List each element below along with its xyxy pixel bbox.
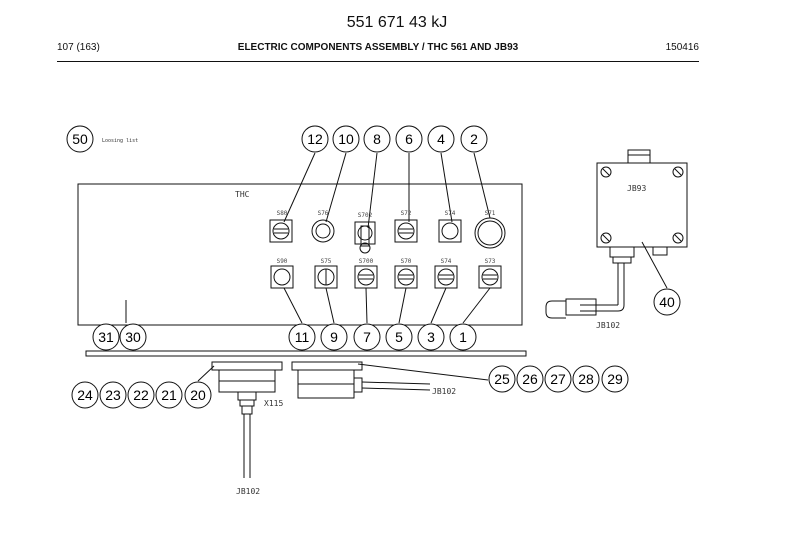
svg-text:24: 24 [77, 387, 93, 403]
svg-text:22: 22 [133, 387, 149, 403]
svg-text:9: 9 [330, 329, 338, 345]
callout-3: 3 [417, 323, 445, 351]
jb93-box [545, 149, 688, 319]
top-switch-s72 [394, 219, 418, 243]
callout-10: 10 [332, 125, 360, 153]
top-switch-s74 [438, 219, 462, 243]
switch-label: S76 [318, 210, 329, 217]
svg-text:25: 25 [494, 371, 510, 387]
callout-40: 40 [653, 288, 681, 316]
date-code: 150416 [665, 42, 699, 53]
bottom-switch-s70 [394, 265, 418, 289]
svg-text:11: 11 [295, 329, 310, 345]
page-title: ELECTRIC COMPONENTS ASSEMBLY / THC 561 A… [237, 42, 519, 53]
connector-jb102 [291, 361, 431, 399]
header-rule [57, 61, 699, 62]
switch-label: S71 [485, 210, 496, 217]
top-switch-s76 [311, 219, 335, 243]
callout-12: 12 [301, 125, 329, 153]
callout-9: 9 [320, 323, 348, 351]
jb102-label-jb93: JB102 [596, 321, 620, 330]
switch-label: S90 [277, 258, 288, 265]
switch-label: S74 [445, 210, 456, 217]
jb93-label: JB93 [627, 184, 646, 193]
callout-25: 25 [488, 365, 516, 393]
callout-8: 8 [363, 125, 391, 153]
svg-text:21: 21 [161, 387, 177, 403]
x115-label: X115 [264, 399, 283, 408]
svg-text:6: 6 [405, 131, 413, 147]
svg-text:2: 2 [470, 131, 478, 147]
svg-text:40: 40 [659, 294, 675, 310]
callout-22: 22 [127, 381, 155, 409]
svg-text:20: 20 [190, 387, 206, 403]
svg-text:8: 8 [373, 131, 381, 147]
callout-23: 23 [99, 381, 127, 409]
svg-text:23: 23 [105, 387, 121, 403]
top-switch-s80 [269, 219, 293, 243]
switch-label: S72 [401, 210, 412, 217]
switch-label: S74 [441, 258, 452, 265]
svg-text:29: 29 [607, 371, 623, 387]
page-indicator: 107 (163) [57, 42, 100, 53]
svg-text:4: 4 [437, 131, 445, 147]
callout-30: 30 [119, 323, 147, 351]
callout-29: 29 [601, 365, 629, 393]
svg-text:31: 31 [98, 329, 114, 345]
jb102-label-bottom: JB102 [236, 487, 260, 496]
callout-1: 1 [449, 323, 477, 351]
bottom-switch-s90 [270, 265, 294, 289]
top-switch-s71 [474, 217, 506, 249]
svg-text:28: 28 [578, 371, 594, 387]
leader-lines [125, 152, 668, 382]
callout-11: 11 [288, 323, 316, 351]
svg-text:27: 27 [550, 371, 566, 387]
bottom-switch-s73 [478, 265, 502, 289]
svg-text:26: 26 [522, 371, 538, 387]
connector-x115 [211, 361, 283, 478]
callout-26: 26 [516, 365, 544, 393]
top-switch-s702 [354, 221, 376, 254]
svg-text:30: 30 [125, 329, 141, 345]
switch-label: S80 [277, 210, 288, 217]
callout-24: 24 [71, 381, 99, 409]
callout-20: 20 [184, 381, 212, 409]
callout-21: 21 [155, 381, 183, 409]
svg-text:10: 10 [338, 131, 354, 147]
switch-label: S70 [401, 258, 412, 265]
switch-label: S700 [359, 258, 374, 265]
bottom-switch-s74 [434, 265, 458, 289]
svg-text:7: 7 [363, 329, 371, 345]
switch-label: S75 [321, 258, 332, 265]
bottom-switch-s700 [354, 265, 378, 289]
svg-text:12: 12 [307, 131, 323, 147]
callout-6: 6 [395, 125, 423, 153]
callout-28: 28 [572, 365, 600, 393]
callout-7: 7 [353, 323, 381, 351]
callout-27: 27 [544, 365, 572, 393]
callout-4: 4 [427, 125, 455, 153]
jb102-label-right: JB102 [432, 387, 456, 396]
callout-31: 31 [92, 323, 120, 351]
svg-text:1: 1 [459, 329, 467, 345]
switch-label: S702 [358, 212, 373, 219]
svg-text:3: 3 [427, 329, 435, 345]
document-number: 551 671 43 kJ [346, 14, 448, 31]
small-note: Loosing list [102, 138, 138, 144]
switch-label: S73 [485, 258, 496, 265]
panel-label: THC [235, 190, 250, 199]
callout-5: 5 [385, 323, 413, 351]
bottom-switch-s75 [314, 265, 338, 289]
svg-text:50: 50 [72, 131, 88, 147]
callout-2: 2 [460, 125, 488, 153]
callout-50: 50 [66, 125, 94, 153]
base-plate [85, 350, 527, 357]
thc-panel [77, 183, 523, 326]
svg-text:5: 5 [395, 329, 403, 345]
